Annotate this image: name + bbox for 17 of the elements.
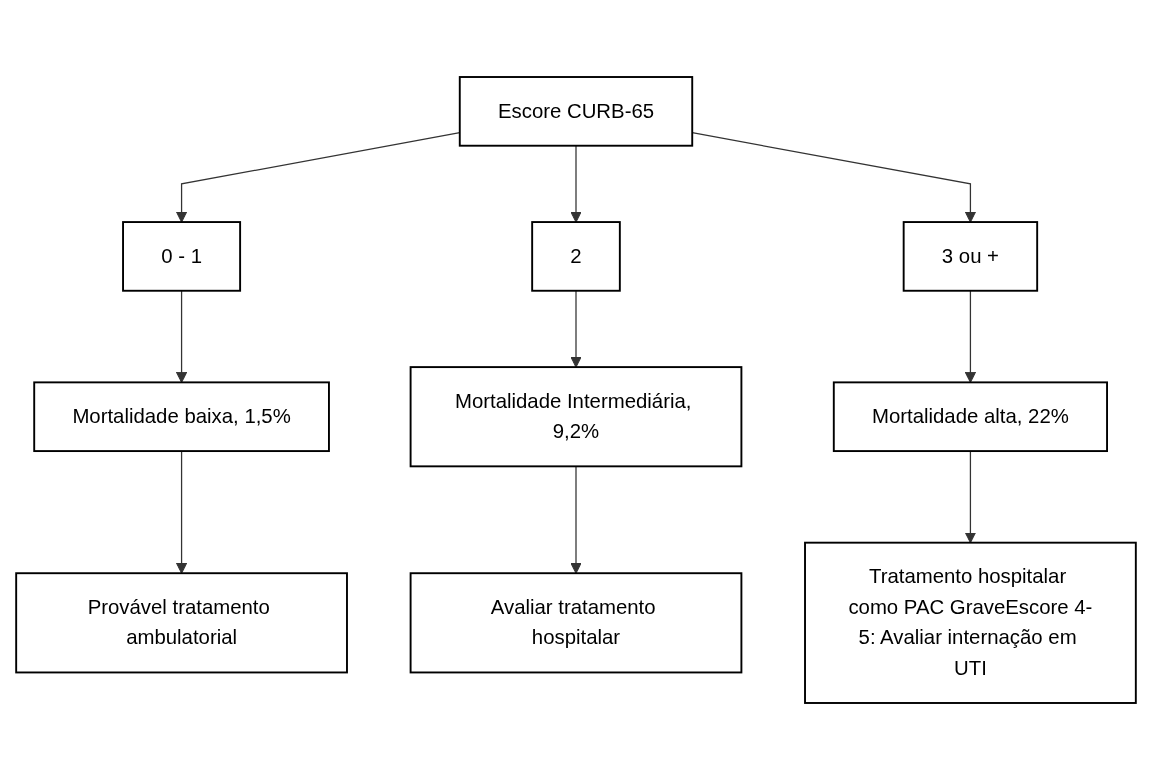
arrow	[964, 290, 976, 383]
node-box: 0 - 1	[122, 221, 242, 292]
arrow	[570, 465, 582, 574]
node-box: Mortalidade alta, 22%	[832, 381, 1108, 453]
node-box: Tratamento hospitalar como PAC GraveEscore 4-5: Avaliar internação em UTI	[804, 541, 1137, 704]
arrow	[570, 145, 582, 223]
arrow	[176, 450, 188, 574]
arrow	[570, 290, 582, 368]
node-box: Escore CURB-65	[458, 76, 694, 147]
node-box: 3 ou +	[902, 221, 1039, 292]
node-box: Avaliar tratamento hospitalar	[409, 572, 743, 674]
node-box: Mortalidade baixa, 1,5%	[33, 381, 330, 453]
node-box: Provável tratamento ambulatorial	[15, 572, 348, 674]
node-box: Mortalidade Intermediária, 9,2%	[409, 366, 743, 468]
arrow	[176, 290, 188, 383]
node-box: 2	[531, 221, 621, 292]
arrow	[964, 450, 976, 544]
